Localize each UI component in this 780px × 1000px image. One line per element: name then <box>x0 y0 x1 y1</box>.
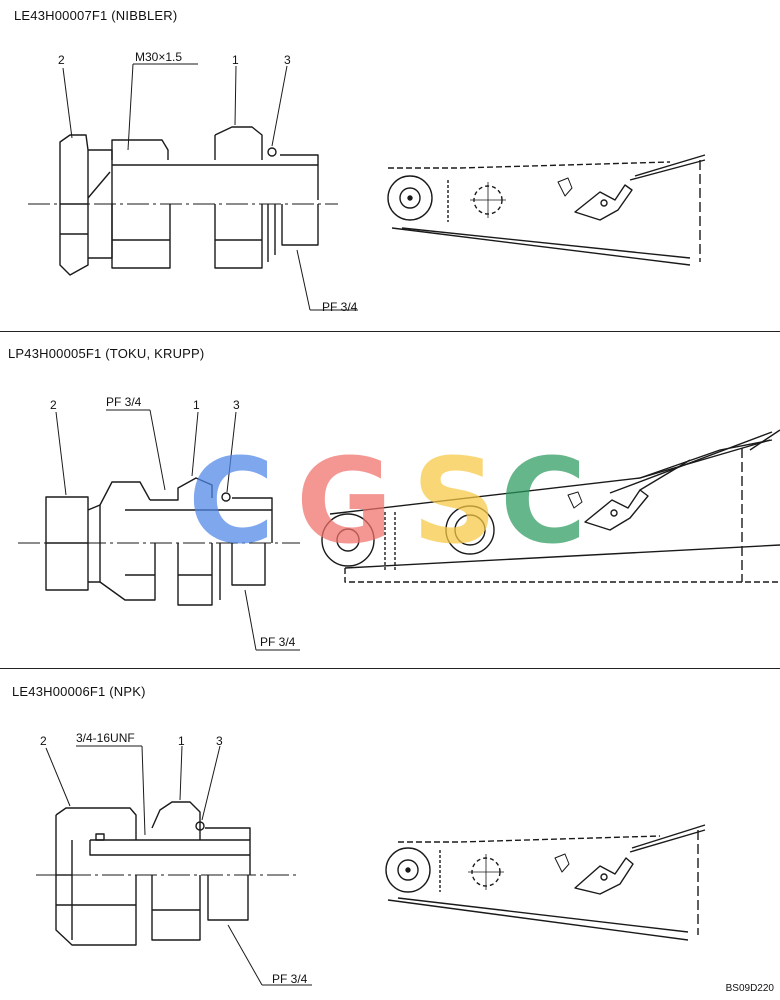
watermark-letter: G <box>296 432 393 570</box>
watermark-letter: C <box>500 432 587 570</box>
fitting-drawing-toku-krupp <box>18 409 300 651</box>
callout-part-1: 1 <box>178 734 185 748</box>
callout-thread-spec: M30×1.5 <box>135 50 183 64</box>
callout-part-3: 3 <box>233 398 240 412</box>
callout-part-2: 2 <box>40 734 47 748</box>
boom-arm-drawing-nibbler <box>387 154 706 266</box>
section-divider <box>0 331 780 332</box>
section-title-nibbler: LE43H00007F1 (NIBBLER) <box>14 8 178 23</box>
section-divider <box>0 668 780 669</box>
section-title-toku-krupp: LP43H00005F1 (TOKU, KRUPP) <box>8 346 205 361</box>
callout-port-spec: PF 3/4 <box>272 972 308 986</box>
callout-port-spec: PF 3/4 <box>260 635 296 649</box>
watermark-letter: C <box>188 432 275 570</box>
boom-arm-drawing-npk <box>385 824 706 941</box>
fitting-drawing-npk <box>36 745 312 986</box>
callout-thread-spec: 3/4-16UNF <box>76 731 135 745</box>
watermark-letter: S <box>412 432 497 570</box>
section-title-npk: LE43H00006F1 (NPK) <box>12 684 146 699</box>
callout-port-spec: PF 3/4 <box>322 300 358 314</box>
fitting-drawing-nibbler <box>28 63 358 311</box>
callout-part-1: 1 <box>232 53 239 67</box>
callout-part-2: 2 <box>50 398 57 412</box>
callout-thread-spec: PF 3/4 <box>106 395 142 409</box>
callout-part-3: 3 <box>284 53 291 67</box>
document-code: BS09D220 <box>725 983 774 994</box>
callout-part-3: 3 <box>216 734 223 748</box>
boom-arm-drawing-toku-krupp <box>321 429 780 583</box>
callout-part-2: 2 <box>58 53 65 67</box>
callout-part-1: 1 <box>193 398 200 412</box>
